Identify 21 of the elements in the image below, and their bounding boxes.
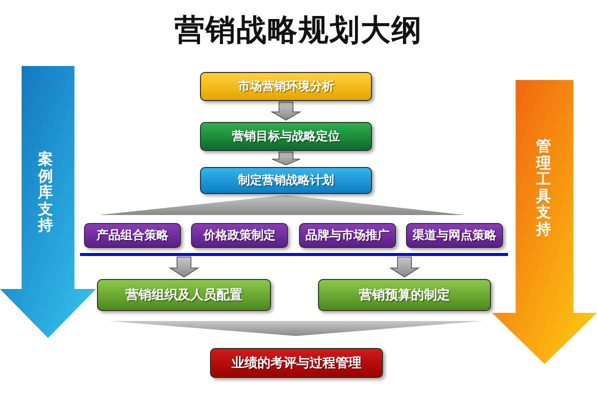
divider-bar: [80, 253, 508, 256]
process-box: 渠道与网点策略: [406, 223, 503, 248]
process-box: 品牌与市场推广: [299, 223, 396, 248]
block-arrow: [270, 102, 302, 120]
block-arrow: [168, 256, 200, 278]
process-box: 业绩的考评与过程管理: [210, 348, 383, 378]
process-box: 价格政策制定: [191, 223, 288, 248]
diagram-title: 营销战略规划大纲: [174, 12, 424, 50]
spread-wedge: [99, 195, 465, 215]
vertical-label: 管理工具支持: [536, 138, 551, 237]
merge-wedge: [109, 321, 483, 336]
process-box: 产品组合策略: [84, 223, 181, 248]
vertical-label: 案例库支持: [38, 151, 53, 234]
process-box: 营销组织及人员配置: [97, 279, 271, 311]
process-box: 市场营销环境分析: [200, 72, 372, 101]
process-box: 制定营销战略计划: [200, 167, 372, 194]
block-arrow: [272, 152, 300, 166]
process-box: 营销预算的制定: [318, 279, 491, 311]
block-arrow: [389, 256, 420, 278]
process-box: 营销目标与战略定位: [200, 122, 372, 151]
down-arrow-band: [0, 66, 96, 338]
